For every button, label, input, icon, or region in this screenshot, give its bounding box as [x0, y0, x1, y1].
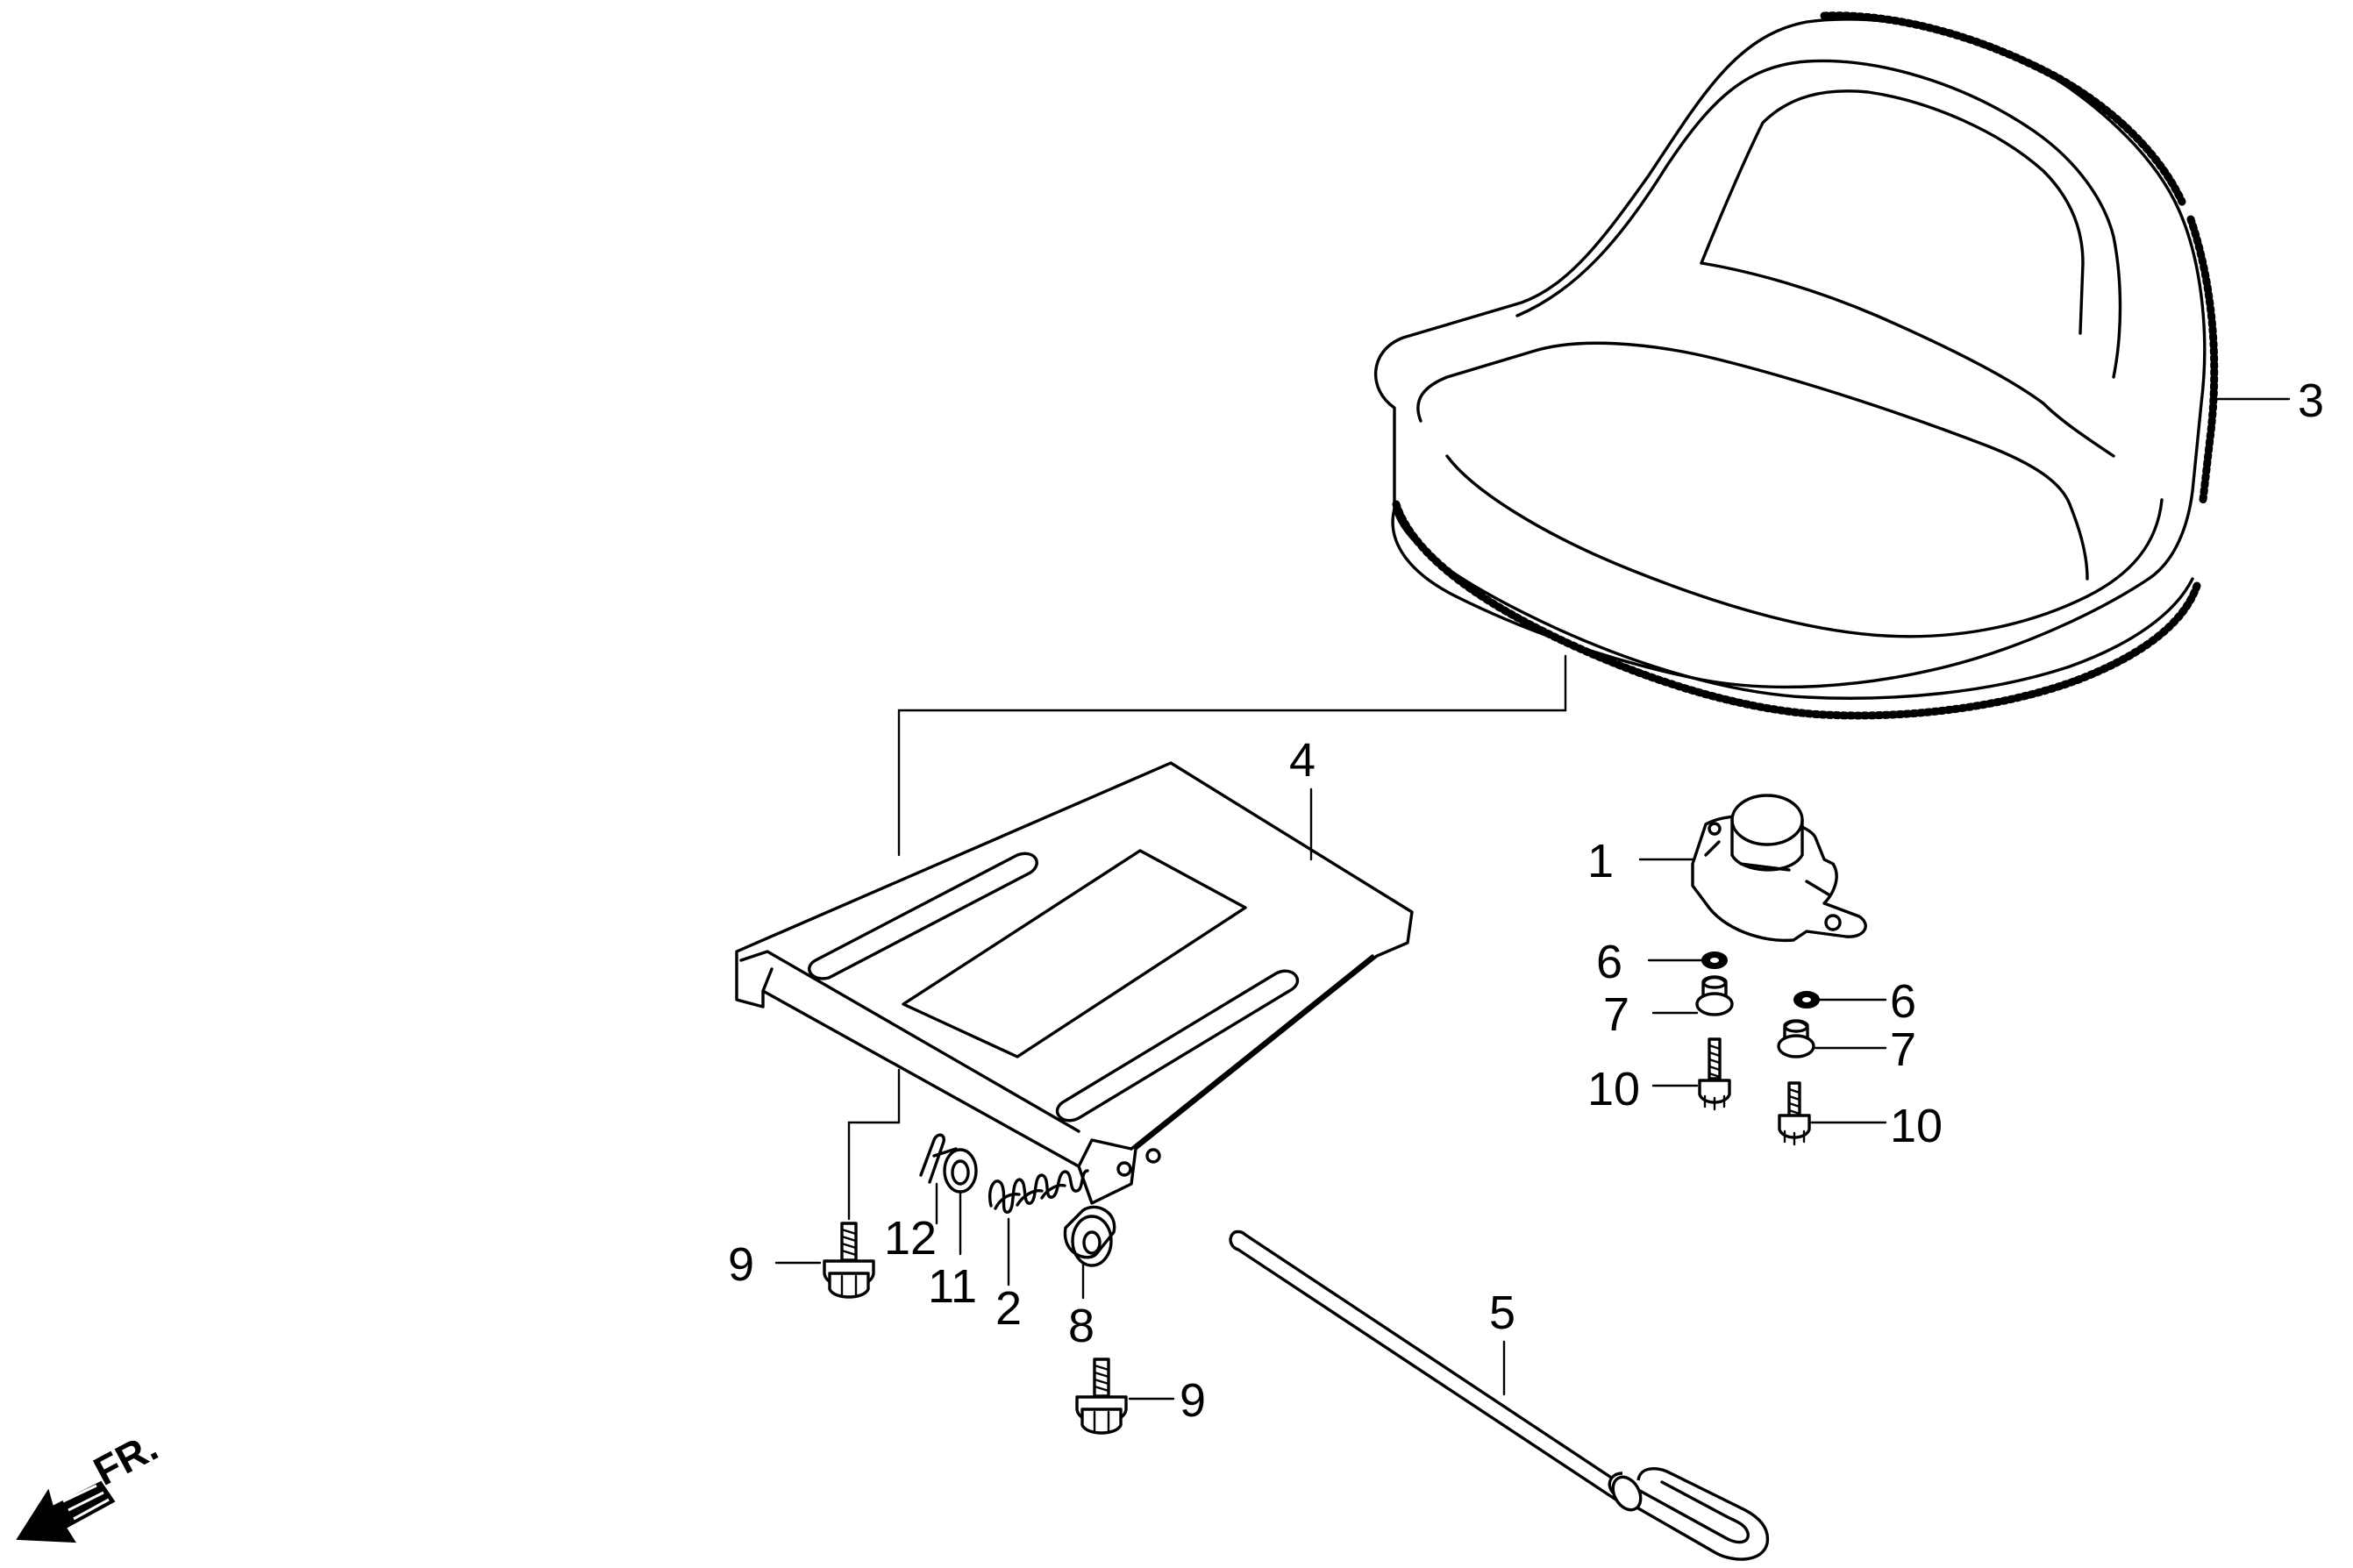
callout-label-11: 11 — [928, 1260, 977, 1313]
collar — [1063, 1205, 1116, 1267]
leader-line — [847, 1068, 901, 1221]
flat-washer — [943, 1148, 978, 1194]
front-direction-arrow-icon — [16, 1480, 116, 1543]
hair-pin-clip — [919, 1133, 958, 1184]
callout-label-9: 9 — [728, 1238, 754, 1291]
lock-washer — [1793, 991, 1820, 1009]
flange-nut — [1777, 1019, 1815, 1058]
assembly-link-line — [897, 654, 1567, 857]
seat-plate — [735, 761, 1414, 1205]
flange-bolt — [823, 1222, 875, 1299]
seat-switch — [1691, 794, 1867, 943]
callout-label-4: 4 — [1289, 734, 1316, 787]
callout-label-7: 7 — [1603, 988, 1629, 1041]
callout-label-8: 8 — [1068, 1300, 1095, 1352]
callout-label-9b: 9 — [1180, 1374, 1206, 1427]
compression-spring — [988, 1169, 1089, 1214]
flange-bolt — [1075, 1358, 1128, 1435]
screw — [1698, 1037, 1731, 1111]
callout-label-3: 3 — [2298, 374, 2324, 427]
callout-label-6: 6 — [1596, 936, 1622, 988]
callout-label-2: 2 — [995, 1282, 1022, 1335]
callout-label-1: 1 — [1587, 835, 1614, 887]
lock-washer — [1701, 951, 1728, 969]
callout-label-10: 10 — [1587, 1063, 1640, 1115]
callout-label-7b: 7 — [1890, 1023, 1916, 1076]
callout-label-6b: 6 — [1890, 975, 1916, 1028]
pin-rod — [1229, 1229, 1770, 1561]
callout-label-10b: 10 — [1890, 1100, 1943, 1152]
seat-cushion — [1374, 11, 2219, 720]
screw — [1778, 1081, 1811, 1146]
callout-label-5: 5 — [1489, 1286, 1515, 1339]
callout-label-12: 12 — [884, 1212, 937, 1265]
flange-nut — [1695, 975, 1734, 1016]
